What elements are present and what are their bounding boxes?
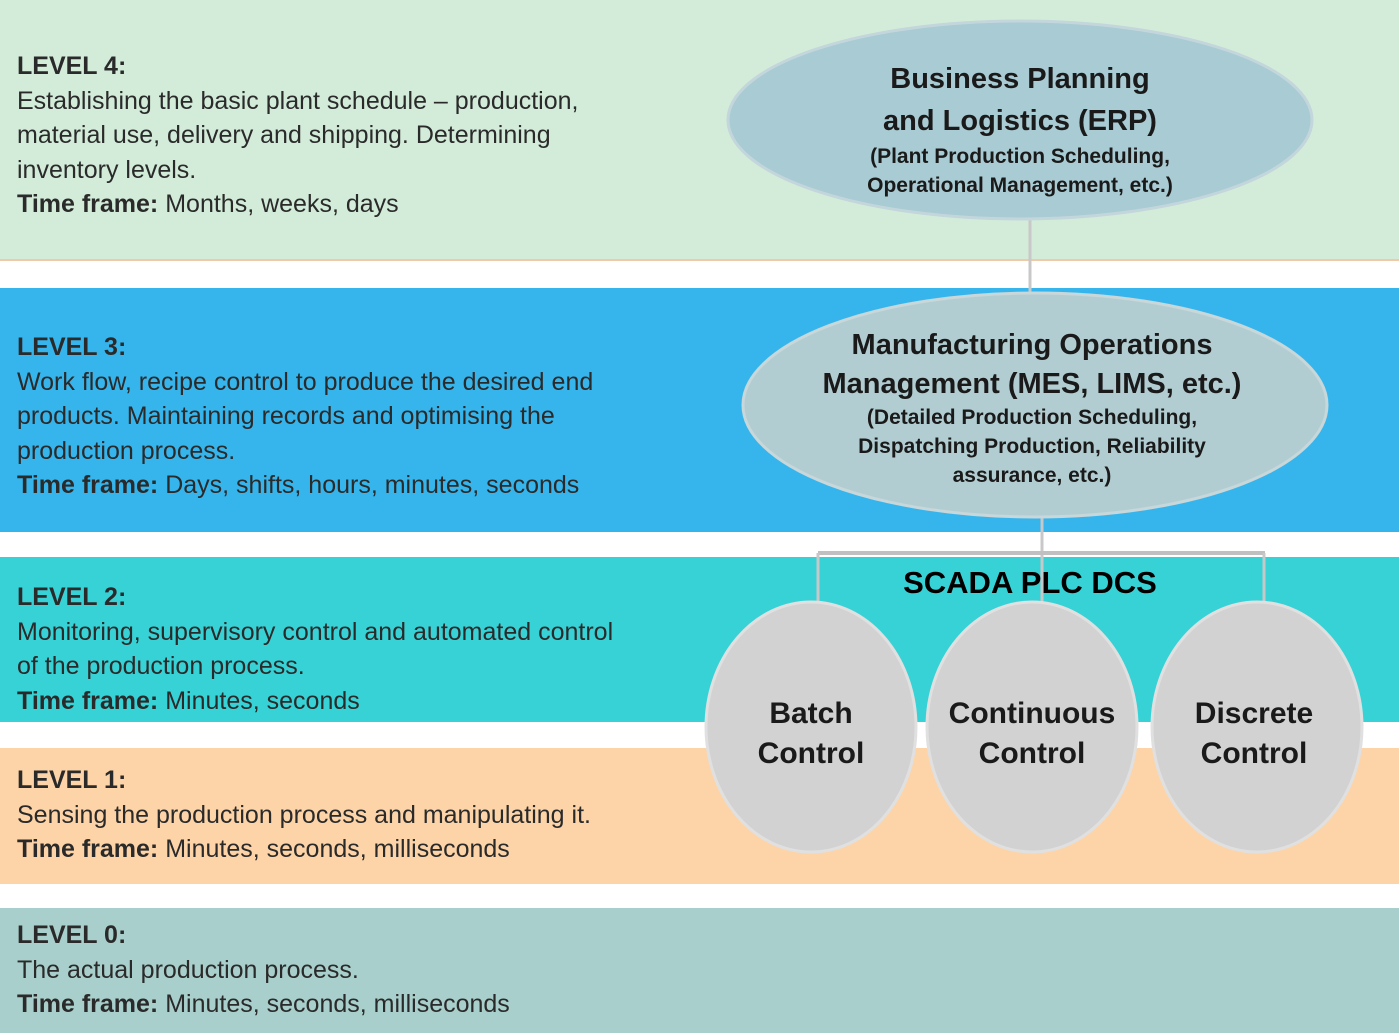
time-frame: Time frame: Minutes, seconds: [17, 686, 360, 715]
level-description: production process.: [17, 436, 236, 465]
continuous-control-circle: [925, 600, 1139, 854]
time-frame: Time frame: Minutes, seconds, millisecon…: [17, 990, 510, 1018]
erp-label: Business Planning and Logistics (ERP) (P…: [867, 63, 1173, 197]
separator: [0, 259, 1399, 261]
level-description: products. Maintaining records and optimi…: [17, 402, 555, 430]
level-0-text: LEVEL 0: The actual production process. …: [17, 918, 510, 1022]
level-4-text: LEVEL 4: Establishing the basic plant sc…: [17, 49, 578, 222]
level-title: LEVEL 3:: [17, 333, 127, 361]
level-description: inventory levels.: [17, 155, 197, 184]
level-1-text: LEVEL 1: Sensing the production process …: [17, 763, 591, 867]
level-title: LEVEL 4:: [17, 52, 127, 80]
time-frame: Time frame: Minutes, seconds, millisecon…: [17, 835, 510, 863]
discrete-control-circle: [1150, 600, 1364, 854]
level-title: LEVEL 2:: [17, 583, 127, 611]
level-title: LEVEL 1:: [17, 766, 127, 794]
level-description: Monitoring, supervisory control and auto…: [17, 617, 614, 646]
level-description: Sensing the production process and manip…: [17, 800, 591, 829]
batch-control-circle: [704, 600, 918, 854]
time-frame: Time frame: Months, weeks, days: [17, 190, 399, 218]
level-0-band: [0, 908, 1399, 1033]
erp-ellipse: [726, 19, 1314, 221]
level-2-text: LEVEL 2: Monitoring, supervisory control…: [17, 580, 613, 718]
mes-label: Manufacturing Operations Management (MES…: [822, 329, 1242, 487]
mes-ellipse: [741, 291, 1329, 519]
level-description: of the production process.: [17, 652, 305, 680]
level-description: The actual production process.: [17, 955, 359, 984]
time-frame: Time frame: Days, shifts, hours, minutes…: [17, 471, 580, 499]
level-description: Work flow, recipe control to produce the…: [17, 367, 594, 396]
scada-plc-dcs-label: SCADA PLC DCS: [903, 565, 1157, 600]
level-description: material use, delivery and shipping. Det…: [17, 121, 551, 149]
level-description: Establishing the basic plant schedule – …: [17, 86, 579, 115]
level-title: LEVEL 0:: [17, 921, 127, 949]
level-3-text: LEVEL 3: Work flow, recipe control to pr…: [17, 330, 593, 503]
